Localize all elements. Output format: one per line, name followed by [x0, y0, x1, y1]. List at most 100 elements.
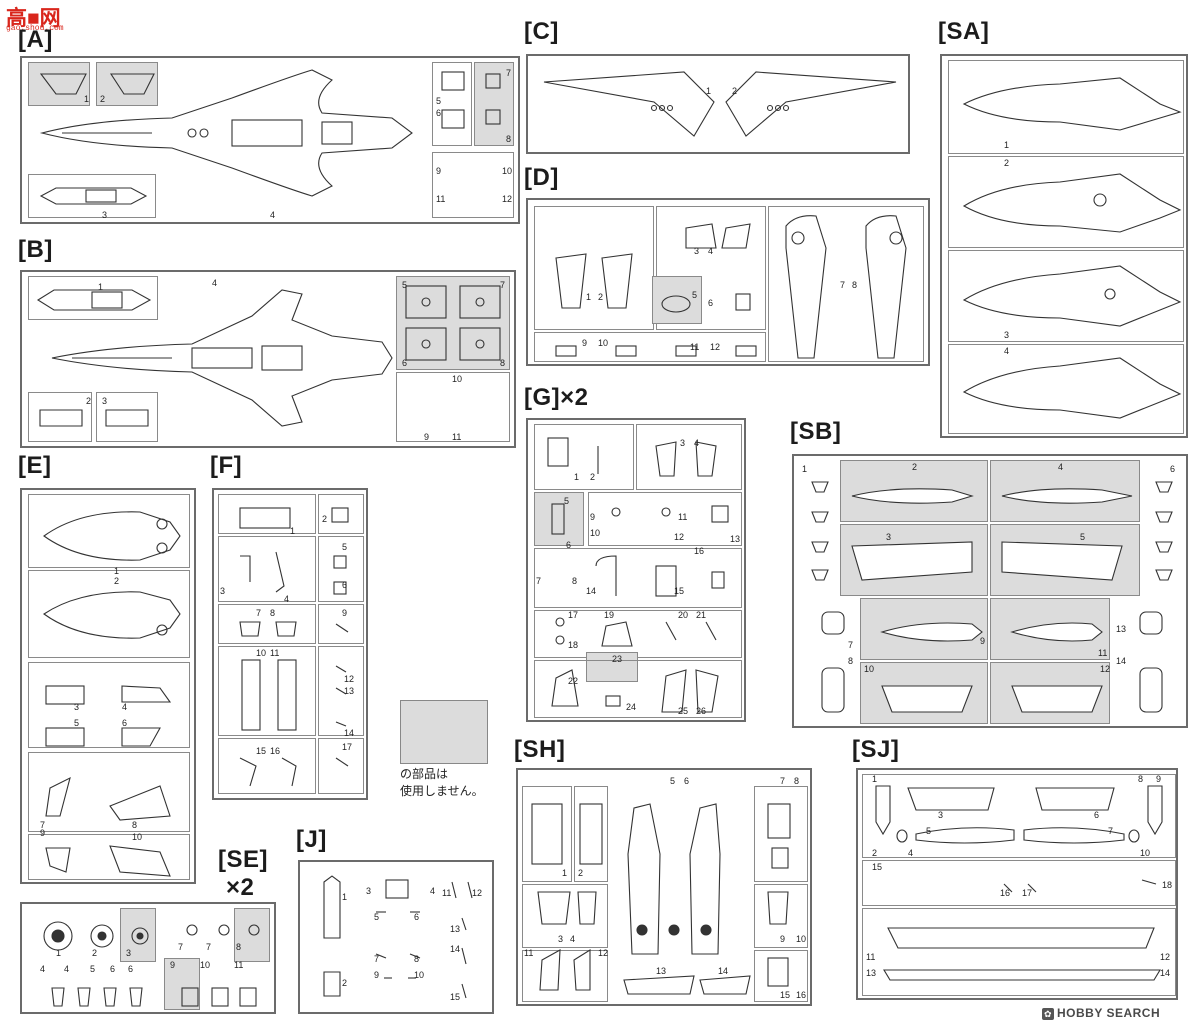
- sprue-g-title: [G]×2: [524, 384, 589, 411]
- part-number-g3: 3: [680, 438, 686, 448]
- part-number-b6: 6: [402, 358, 408, 368]
- part-number-g19: 19: [604, 610, 615, 620]
- sprue-se-title: [SE]: [218, 846, 268, 873]
- sprue-sb-cell-2: [840, 460, 988, 522]
- part-number-j7: 7: [374, 954, 380, 964]
- sprue-sa-cell-2: [948, 156, 1184, 248]
- sprue-b-fuselage-part: [51, 289, 393, 427]
- part-number-se5: 5: [90, 964, 96, 974]
- part-number-b5: 5: [402, 280, 408, 290]
- sprue-sa-cell-1: [948, 60, 1184, 154]
- part-number-sb12: 12: [1100, 664, 1111, 674]
- logo-main-text: 高■网: [6, 7, 61, 30]
- sprue-sj-frame: 1 2 3 4 5 6 7 8 9 10 11 12 13 14 15 16 1…: [856, 768, 1178, 1000]
- sprue-a-cell-9: [432, 152, 514, 218]
- sprue-sh-cell-11: [522, 950, 608, 1002]
- part-number-sh4: 4: [570, 934, 576, 944]
- sprue-f-cell-5: [318, 536, 364, 602]
- sprue-b-panel-parts: [405, 285, 501, 361]
- part-number-f6: 6: [342, 580, 348, 590]
- part-number-f13: 13: [344, 686, 355, 696]
- part-number-j14: 14: [450, 944, 461, 954]
- sprue-f-title: [F]: [210, 452, 243, 479]
- part-number-c1: 1: [706, 86, 712, 96]
- part-number-j4: 4: [430, 886, 436, 896]
- part-number-b1: 1: [98, 282, 104, 292]
- sprue-sb-parts: [811, 481, 1173, 713]
- part-number-e2: 2: [114, 576, 120, 586]
- part-number-d2: 2: [598, 292, 604, 302]
- part-number-b2: 2: [86, 396, 92, 406]
- part-number-j6: 6: [414, 912, 420, 922]
- part-number-sj15: 15: [872, 862, 883, 872]
- part-number-g11: 11: [678, 512, 688, 522]
- part-number-sh3: 3: [558, 934, 564, 944]
- part-number-d8: 8: [852, 280, 858, 290]
- sprue-j-frame: 1 2 3 4 5 6 7 8 9 10 11 12 13 14 15: [298, 860, 494, 1014]
- part-number-f3: 3: [220, 586, 226, 596]
- sprue-d-frame: 1 2 3 4 5 6 7 8 9 10 11 12: [526, 198, 930, 366]
- part-number-sb9: 9: [980, 636, 986, 646]
- part-number-sj1: 1: [872, 774, 878, 784]
- sprue-f-cell-1: [218, 494, 316, 534]
- part-number-sj11: 11: [866, 952, 876, 962]
- part-number-a8: 8: [506, 134, 512, 144]
- sprue-g-cell-22: [534, 660, 742, 718]
- part-number-sj18: 18: [1162, 880, 1173, 890]
- sprue-f-cell-7: [218, 604, 316, 644]
- part-number-g26: 26: [696, 706, 707, 716]
- part-number-g17: 17: [568, 610, 579, 620]
- sprue-g-cell-14: [534, 548, 742, 608]
- part-number-b8: 8: [500, 358, 506, 368]
- part-number-a5: 5: [436, 96, 442, 106]
- part-number-d12: 12: [710, 342, 721, 352]
- sprue-sa-frame: 1 2 3 4: [940, 54, 1188, 438]
- sprue-a-cell-2: [96, 62, 158, 106]
- part-number-g7: 7: [536, 576, 542, 586]
- sprue-sb-frame: 1 2 3 4 5 6 7 8 9 10 11 12 13 14: [792, 454, 1188, 728]
- part-number-sa4: 4: [1004, 346, 1010, 356]
- part-number-a7: 7: [506, 68, 512, 78]
- sprue-a-frame: 1 2 3 4 5 6 7 8 9 10 11 12: [20, 56, 520, 224]
- part-number-d6: 6: [708, 298, 714, 308]
- part-number-j9: 9: [374, 970, 380, 980]
- sprue-d-title: [D]: [524, 164, 559, 191]
- sprue-g-cell-9: [588, 492, 742, 546]
- part-number-sh12: 12: [598, 948, 609, 958]
- hobby-search-watermark: ✿HOBBY SEARCH: [1042, 1006, 1160, 1020]
- part-number-sj17: 17: [1022, 888, 1033, 898]
- part-number-g21: 21: [696, 610, 707, 620]
- part-number-f15: 15: [256, 746, 267, 756]
- sprue-sa-title: [SA]: [938, 18, 990, 45]
- sprue-d-cell-9: [534, 332, 766, 362]
- part-number-f8: 8: [270, 608, 276, 618]
- sprue-a-small-parts: [441, 71, 501, 129]
- part-number-j2: 2: [342, 978, 348, 988]
- part-number-d3: 3: [694, 246, 700, 256]
- sprue-g-cell-5: [534, 492, 584, 546]
- sprue-a-wing-parts: [39, 73, 155, 95]
- legend-line-2: 使用しません。: [400, 784, 484, 798]
- part-number-d5: 5: [692, 290, 698, 300]
- sprue-a-title: [A]: [18, 26, 53, 53]
- part-number-g25: 25: [678, 706, 689, 716]
- sprue-g-frame: 1 2 3 4 5 6 7 8 9 10 11 12 13 14 15 16 1…: [526, 418, 746, 722]
- sprue-g-small-parts: [547, 437, 729, 713]
- part-number-j3: 3: [366, 886, 372, 896]
- sprue-sa-hull-parts: [962, 77, 1182, 419]
- part-number-g16: 16: [694, 546, 705, 556]
- part-number-sb13: 13: [1116, 624, 1127, 634]
- part-number-f1: 1: [290, 526, 296, 536]
- part-number-j15: 15: [450, 992, 461, 1002]
- sprue-sh-frame: 1 2 3 4 5 6 7 8 9 10 11 12 13 14 15 16: [516, 768, 812, 1006]
- part-number-sj10: 10: [1140, 848, 1151, 858]
- part-number-se4b: 4: [64, 964, 70, 974]
- part-number-se6a: 6: [110, 964, 116, 974]
- part-number-e7: 7: [40, 820, 46, 830]
- sprue-e-frame: 1 2 3 4 5 6 7 8 9 10: [20, 488, 196, 884]
- sprue-f-cell-12: [318, 646, 364, 736]
- part-number-d10: 10: [598, 338, 609, 348]
- part-number-sa2: 2: [1004, 158, 1010, 168]
- part-number-se4a: 4: [40, 964, 46, 974]
- sprue-j-parts: [323, 875, 473, 999]
